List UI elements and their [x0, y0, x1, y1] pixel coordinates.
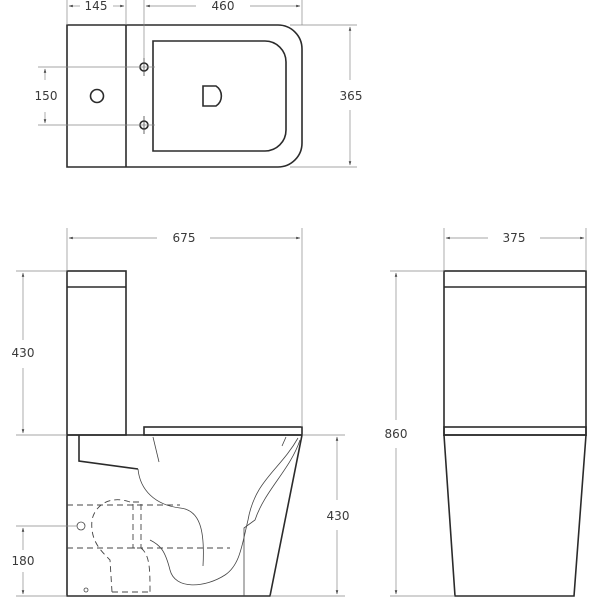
dim-bowl-height: 430: [327, 509, 350, 523]
front-cistern: [443, 270, 587, 436]
dim-cistern-height: 430: [12, 346, 35, 360]
dim-total-length: 675: [173, 231, 196, 245]
dim-mounting-hole-spacing: 150: [35, 89, 58, 103]
trapway: [137, 468, 204, 567]
front-view: 375 860: [385, 228, 587, 597]
inlet-hole-icon: [76, 521, 86, 531]
seat-outline: [152, 40, 287, 152]
dim-width: 365: [340, 89, 363, 103]
cistern: [66, 270, 127, 436]
fixing-hole-icon: [83, 587, 89, 593]
bowl-outline: [66, 434, 303, 597]
top-view: 145 460 150 365: [35, 0, 363, 168]
seat: [143, 426, 303, 436]
front-seat: [443, 426, 587, 436]
side-view: 675 430 430 180: [12, 228, 350, 597]
dim-cistern-depth: 145: [85, 0, 108, 13]
dim-outlet-height: 180: [12, 554, 35, 568]
top-view-outline: [66, 24, 303, 168]
button-hole-icon: [89, 88, 105, 104]
dim-total-height: 860: [385, 427, 408, 441]
front-bowl: [443, 434, 587, 597]
seat-hinge-icon: [202, 85, 223, 107]
dim-front-width: 375: [503, 231, 526, 245]
dim-bowl-length: 460: [212, 0, 235, 13]
